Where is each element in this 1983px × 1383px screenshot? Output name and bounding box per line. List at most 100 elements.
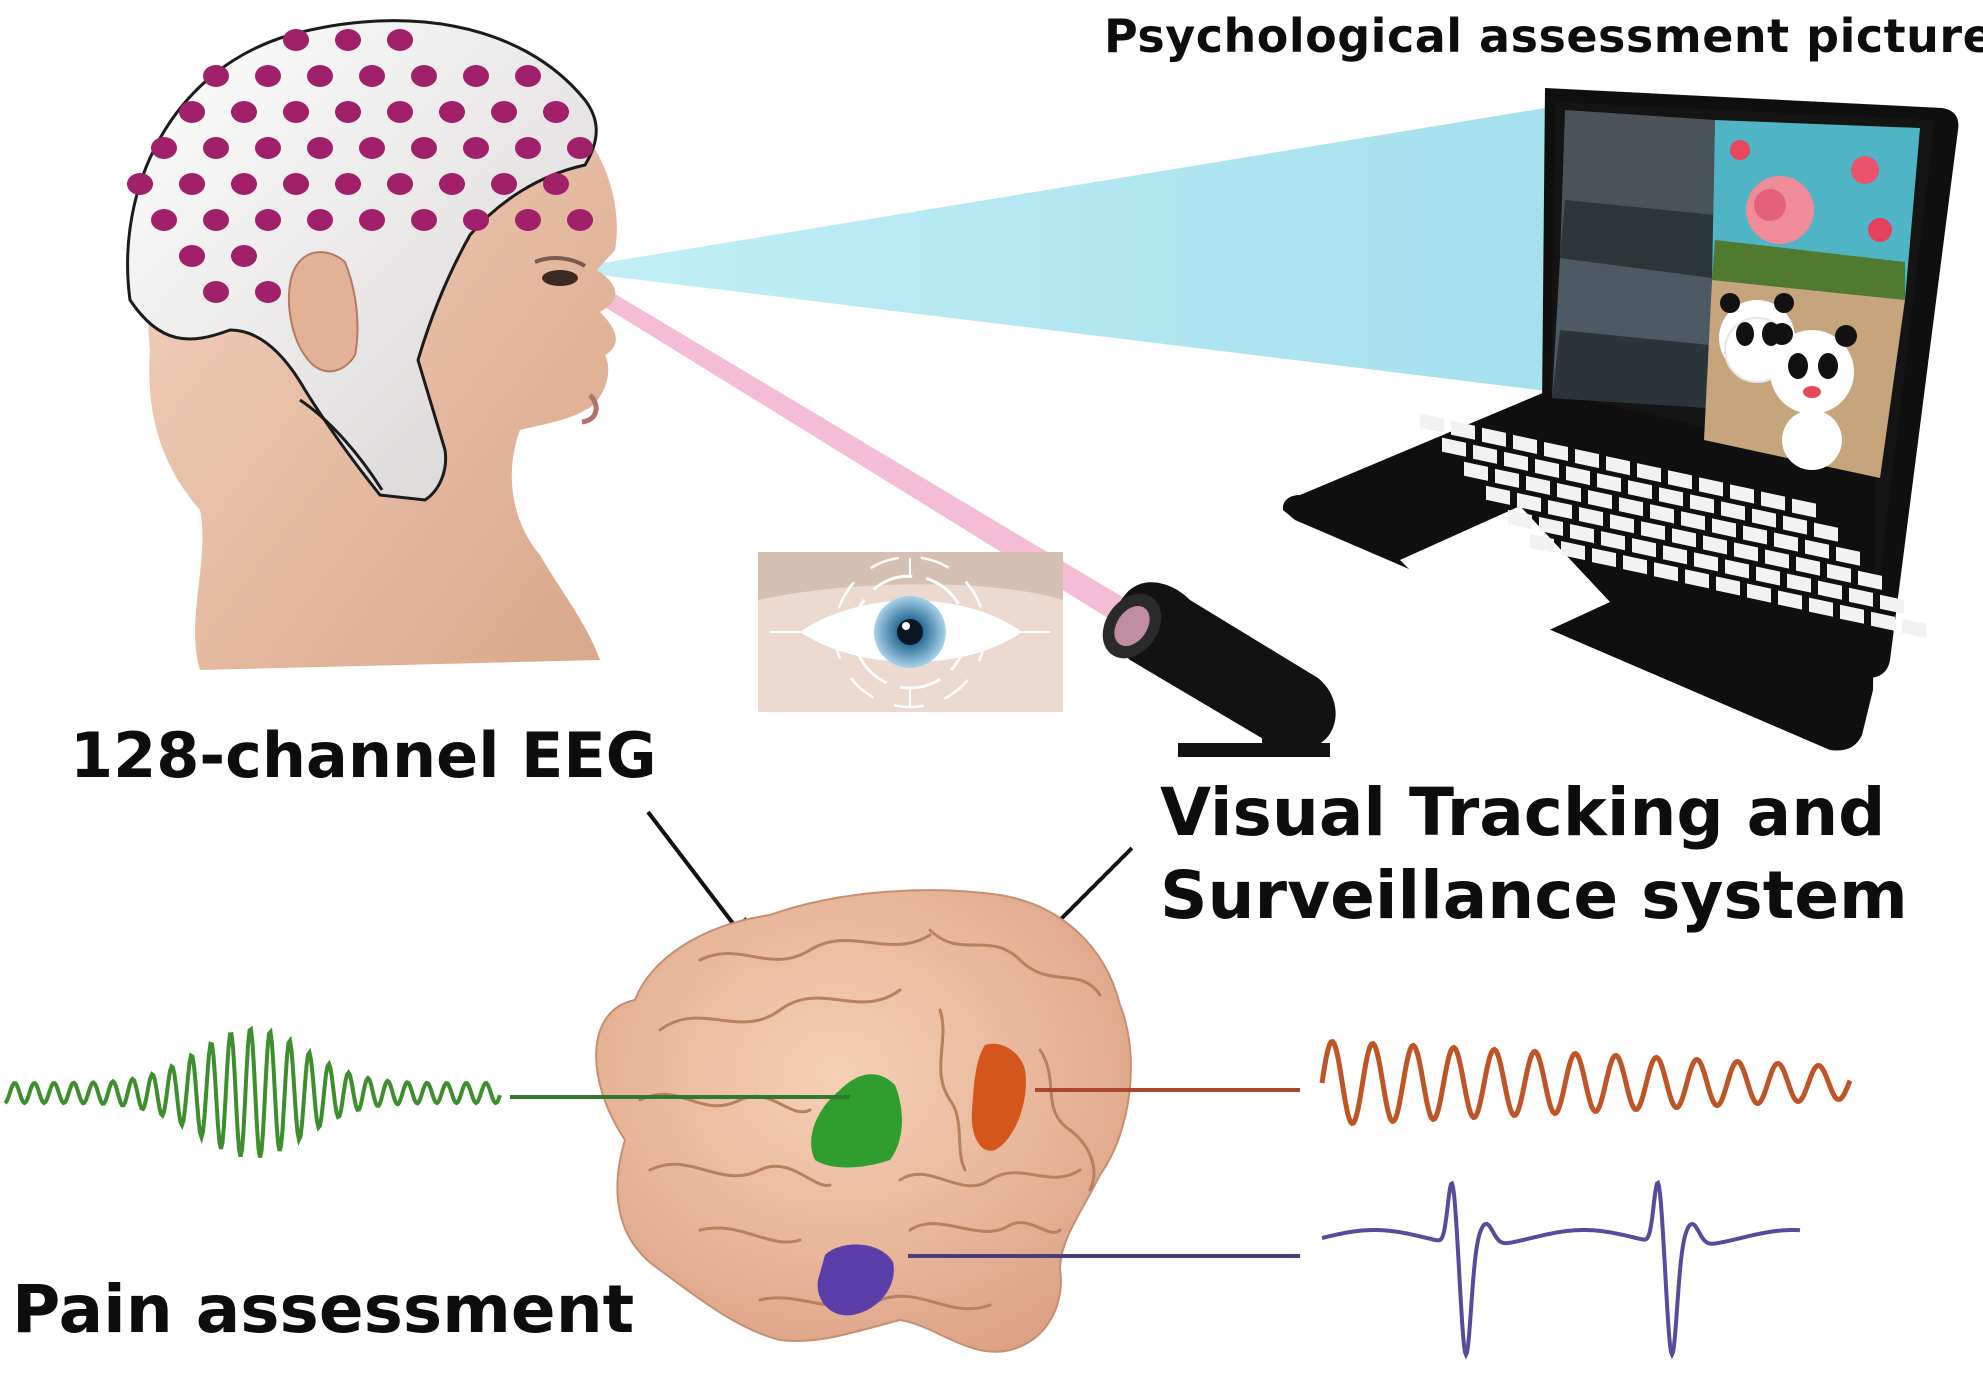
eeg-electrode-dot (411, 209, 437, 231)
eeg-electrode-dot (203, 281, 229, 303)
laptop-key (1517, 492, 1541, 512)
laptop-key (1641, 521, 1665, 541)
laptop-key (1672, 528, 1696, 548)
eeg-electrode-dot (179, 245, 205, 267)
eeg-electrode-dot (567, 209, 593, 231)
laptop-key (1504, 451, 1528, 471)
label-visual-tracking-system: Visual Tracking and Surveillance system (1160, 772, 1908, 937)
label-visual-tracking-line2: Surveillance system (1160, 856, 1908, 934)
laptop-key (1743, 525, 1767, 545)
eeg-electrode-dot (283, 173, 309, 195)
brain-gyrus (698, 1226, 802, 1244)
eeg-electrode-dot (543, 173, 569, 195)
eeg-electrode-dot (463, 137, 489, 159)
eeg-electrode-dot (387, 173, 413, 195)
eeg-electrode-dot (359, 137, 385, 159)
laptop-key (1796, 556, 1820, 576)
laptop-key (1721, 501, 1745, 521)
eeg-electrode-dot (359, 209, 385, 231)
laptop-key (1508, 509, 1532, 529)
eeg-electrode-dot (359, 65, 385, 87)
laptop-key (1725, 559, 1749, 579)
laptop-key (1530, 533, 1554, 554)
laptop-key (1610, 514, 1634, 534)
eeg-electrode-dot (439, 173, 465, 195)
laptop-key (1778, 590, 1802, 610)
title-psychological-assessment-pictures: Psychological assessment pictures (1104, 9, 1983, 63)
laptop-key (1592, 548, 1616, 568)
laptop-key (1858, 570, 1882, 590)
laptop-key (1752, 508, 1776, 528)
eeg-electrode-dot (255, 65, 281, 87)
laptop-key (1703, 535, 1727, 555)
laptop-key (1420, 413, 1444, 433)
laptop-key (1787, 573, 1811, 593)
brain-region-orange (971, 1043, 1026, 1151)
laptop-key (1526, 475, 1550, 496)
brain-gyrus (928, 928, 1102, 997)
laptop-key (1765, 549, 1789, 569)
brain-gyrus (1038, 1048, 1096, 1192)
eeg-electrode-dot (307, 209, 333, 231)
laptop-key (1495, 468, 1519, 488)
laptop-key (1628, 480, 1652, 500)
gaze-beam-to-camera (566, 276, 1136, 623)
label-pain-assessment: Pain assessment (12, 1271, 635, 1348)
laptop-key (1827, 563, 1851, 583)
laptop-key (1442, 437, 1466, 457)
eeg-electrode-dot (231, 173, 257, 195)
waveform-purple (1321, 1179, 1801, 1360)
laptop-key (1756, 566, 1780, 586)
laptop-key (1668, 470, 1692, 490)
laptop-key (1637, 463, 1661, 483)
eeg-electrode-dot (203, 65, 229, 87)
laptop-key (1809, 597, 1833, 617)
label-visual-tracking-line1: Visual Tracking and (1160, 774, 1886, 851)
eeg-electrode-dot (463, 65, 489, 87)
laptop-key (1681, 511, 1705, 531)
eeg-electrode-dot (515, 209, 541, 231)
eeg-electrode-dot (335, 29, 361, 51)
laptop-key (1548, 499, 1572, 520)
brain-gyrus (898, 1168, 1082, 1188)
eeg-electrode-dot (335, 173, 361, 195)
laptop-key (1747, 583, 1771, 603)
laptop-key (1561, 540, 1585, 561)
eeg-electrode-dot (127, 173, 153, 195)
eye-tracker-camera-icon (1102, 582, 1336, 757)
laptop-key (1473, 444, 1497, 464)
laptop-key (1730, 484, 1754, 504)
laptop-key (1774, 532, 1798, 552)
laptop-key (1716, 576, 1740, 596)
waveform-green (3, 1025, 502, 1158)
laptop-key (1761, 491, 1785, 511)
laptop-key (1690, 494, 1714, 514)
head-eeg-cap-icon (126, 19, 617, 670)
eeg-electrode-dot (411, 137, 437, 159)
laptop-key (1871, 611, 1895, 631)
laptop-key (1814, 522, 1838, 542)
laptop-key (1482, 427, 1506, 447)
laptop-key (1579, 507, 1603, 527)
laptop-key (1792, 498, 1816, 518)
gaze-beam-to-screen (560, 108, 1555, 392)
eeg-electrode-dot (255, 281, 281, 303)
laptop-key (1544, 441, 1568, 462)
eeg-electrode-dot (387, 101, 413, 123)
laptop-key (1783, 515, 1807, 535)
laptop-key (1557, 482, 1581, 503)
laptop-key (1513, 434, 1537, 454)
eeg-electrode-dot (255, 137, 281, 159)
eeg-electrode-dot (255, 209, 281, 231)
eeg-electrode-dot (515, 137, 541, 159)
eeg-electrode-dot (491, 173, 517, 195)
laptop-key (1575, 449, 1599, 469)
laptop-touchpad (1400, 506, 1610, 655)
laptop-key (1694, 552, 1718, 572)
eeg-electrode-dot (307, 137, 333, 159)
laptop-key (1805, 539, 1829, 559)
brain-icon (595, 889, 1132, 1353)
laptop-key (1601, 531, 1625, 551)
brain-gyrus (938, 1008, 967, 1172)
label-128-channel-eeg: 128-channel EEG (70, 719, 657, 792)
